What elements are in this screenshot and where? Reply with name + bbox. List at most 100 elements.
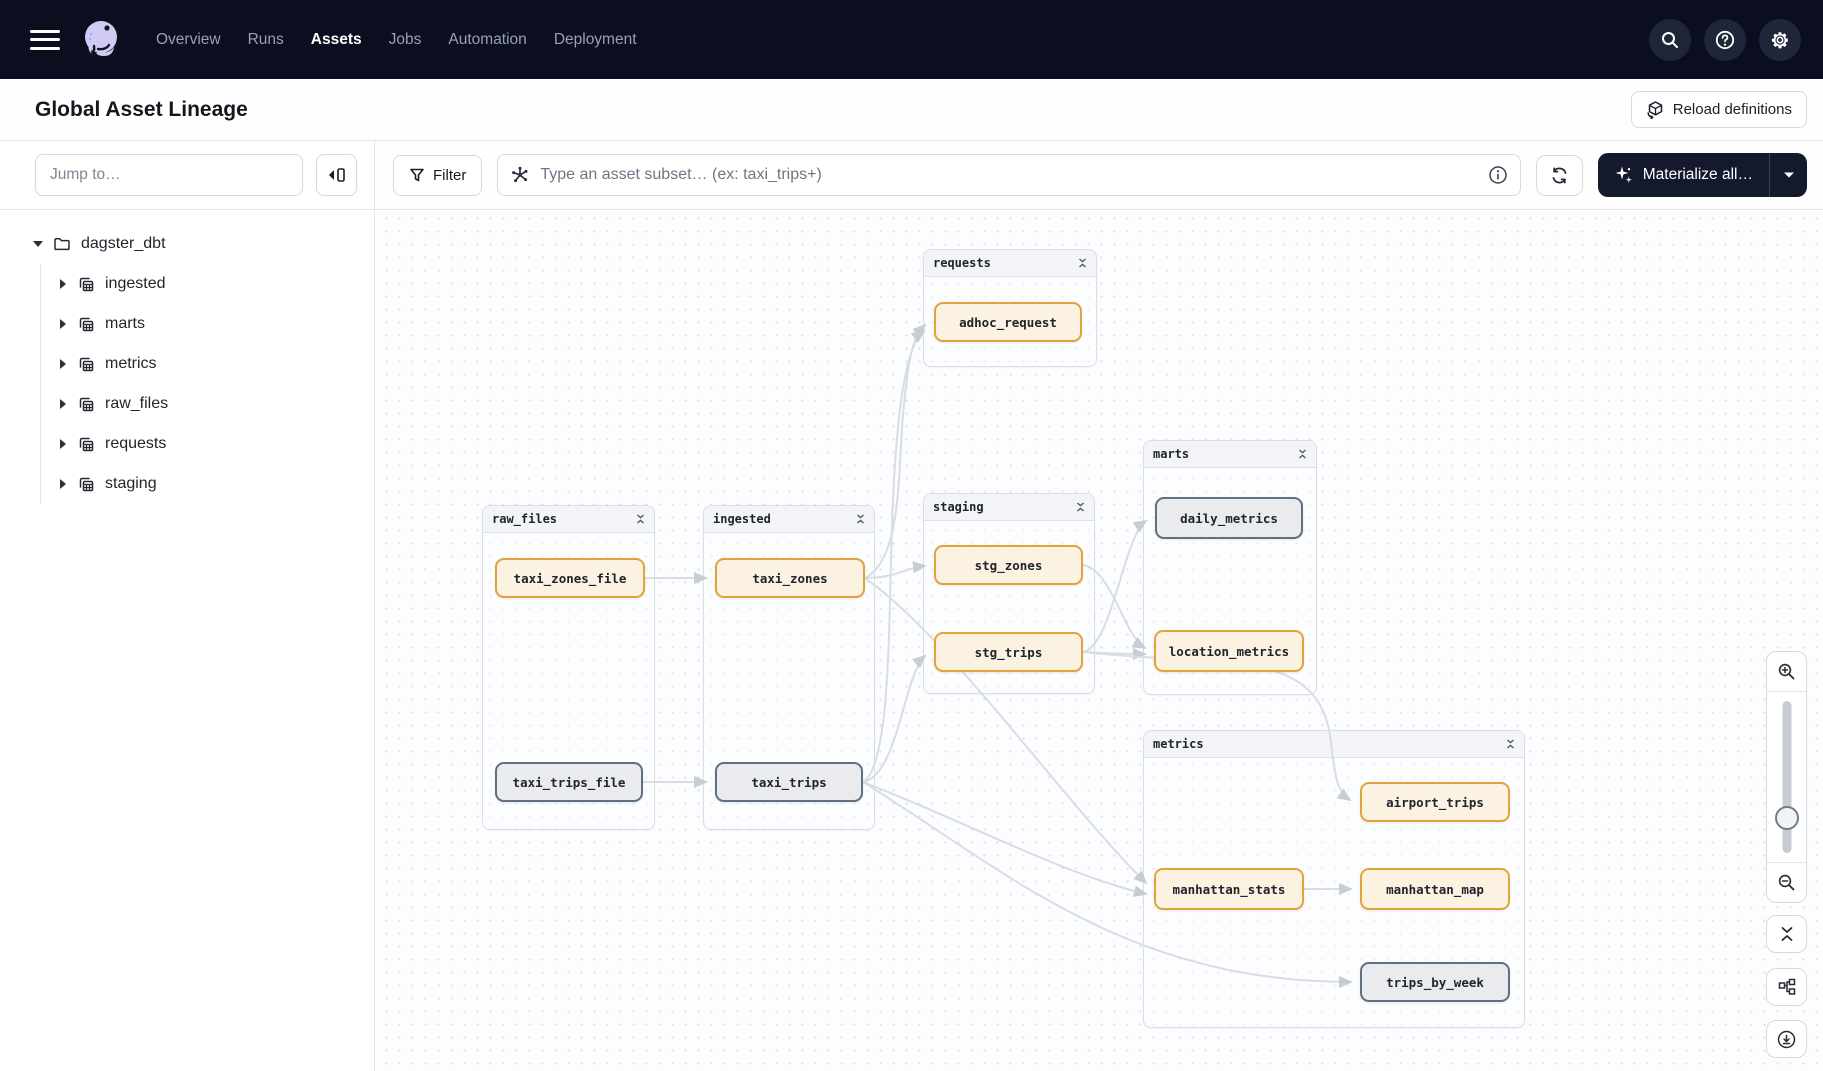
asset-node-trips_by_week[interactable]: trips_by_week — [1360, 962, 1510, 1002]
dagster-octopus-icon — [85, 20, 117, 56]
zoom-out-button[interactable] — [1767, 862, 1806, 902]
dagster-logo[interactable] — [76, 15, 126, 65]
asset-node-taxi_trips_file[interactable]: taxi_trips_file — [495, 762, 643, 802]
collapse-group-icon[interactable] — [1506, 739, 1515, 749]
collapse-sidebar-button[interactable] — [316, 154, 357, 196]
asset-group-icon — [79, 357, 94, 371]
asset-group-icon — [79, 317, 94, 331]
collapse-group-icon[interactable] — [1078, 258, 1087, 268]
caret-right-icon[interactable] — [58, 359, 68, 369]
jump-to-input[interactable] — [35, 154, 303, 196]
collapse-group-icon[interactable] — [636, 514, 645, 524]
tree-item-ingested[interactable]: ingested — [41, 264, 374, 304]
caret-right-icon[interactable] — [58, 319, 68, 329]
asset-node-label: airport_trips — [1386, 794, 1484, 810]
help-button[interactable] — [1704, 18, 1746, 61]
tree-item-dagster-dbt[interactable]: dagster_dbt — [0, 224, 374, 264]
reload-definitions-label: Reload definitions — [1672, 101, 1792, 118]
tree-item-staging[interactable]: staging — [41, 464, 374, 504]
topbar-actions — [1649, 18, 1801, 61]
refresh-icon — [1552, 167, 1567, 183]
asset-node-stg_zones[interactable]: stg_zones — [934, 545, 1083, 585]
tree-item-label: dagster_dbt — [81, 235, 166, 252]
hamburger-menu-icon[interactable] — [30, 29, 60, 50]
materialize-all-button[interactable]: Materialize all… — [1598, 153, 1769, 197]
asset-node-daily_metrics[interactable]: daily_metrics — [1155, 497, 1303, 539]
filter-label: Filter — [433, 166, 467, 184]
help-icon — [1715, 30, 1735, 49]
zoom-slider-thumb[interactable] — [1774, 806, 1799, 830]
caret-right-icon[interactable] — [58, 479, 68, 489]
nav-overview[interactable]: Overview — [156, 30, 221, 48]
asset-subset-input[interactable] — [497, 154, 1521, 196]
gear-icon — [1771, 31, 1789, 48]
info-icon[interactable] — [1488, 165, 1508, 185]
page-header: Global Asset Lineage Reload definitions — [0, 79, 1823, 141]
nav-assets[interactable]: Assets — [310, 30, 362, 48]
search-button[interactable] — [1649, 18, 1691, 61]
tree-item-marts[interactable]: marts — [41, 304, 374, 344]
tree-item-label: ingested — [105, 275, 166, 292]
materialize-all-label: Materialize all… — [1642, 166, 1753, 183]
zoom-slider — [1767, 692, 1806, 862]
asset-group-header-ingested[interactable]: ingested — [704, 506, 874, 533]
sparkle-icon — [1615, 166, 1632, 183]
zoom-in-icon — [1778, 663, 1795, 680]
nav-deployment[interactable]: Deployment — [553, 30, 637, 48]
asset-node-taxi_zones_file[interactable]: taxi_zones_file — [495, 558, 645, 598]
collapse-group-icon[interactable] — [856, 514, 865, 524]
filter-button[interactable]: Filter — [393, 154, 483, 196]
asset-node-taxi_trips[interactable]: taxi_trips — [715, 762, 863, 802]
asset-group-icon — [79, 277, 94, 291]
materialize-options-button[interactable] — [1770, 153, 1807, 197]
asset-node-taxi_zones[interactable]: taxi_zones — [715, 558, 865, 598]
asset-node-airport_trips[interactable]: airport_trips — [1360, 782, 1510, 822]
group-title: requests — [933, 256, 991, 270]
collapse-group-icon[interactable] — [1076, 502, 1085, 512]
asset-node-label: taxi_zones_file — [513, 570, 627, 586]
tree-item-label: metrics — [105, 355, 157, 372]
caret-right-icon[interactable] — [58, 439, 68, 449]
nav-jobs[interactable]: Jobs — [388, 30, 422, 48]
download-image-button[interactable] — [1766, 1020, 1807, 1058]
zoom-in-button[interactable] — [1767, 652, 1806, 692]
asset-group-header-staging[interactable]: staging — [924, 494, 1094, 521]
asset-node-adhoc_request[interactable]: adhoc_request — [934, 302, 1082, 342]
nav-automation[interactable]: Automation — [448, 30, 527, 48]
asset-node-label: stg_trips — [974, 644, 1043, 660]
relayout-graph-button[interactable] — [1766, 968, 1807, 1006]
lineage-toolbar: Filter — [375, 141, 1823, 210]
search-icon — [1662, 31, 1678, 48]
asset-group-header-requests[interactable]: requests — [924, 250, 1096, 277]
collapse-all-groups-button[interactable] — [1766, 915, 1807, 953]
tree-item-requests[interactable]: requests — [41, 424, 374, 464]
collapse-panel-icon — [328, 168, 345, 182]
asset-group-header-raw_files[interactable]: raw_files — [483, 506, 654, 533]
collapse-vertical-icon — [1781, 927, 1792, 941]
reload-definitions-button[interactable]: Reload definitions — [1630, 91, 1807, 128]
asset-node-location_metrics[interactable]: location_metrics — [1154, 630, 1304, 672]
filter-funnel-icon — [410, 168, 424, 182]
tree-item-metrics[interactable]: metrics — [41, 344, 374, 384]
nav-runs[interactable]: Runs — [247, 30, 284, 48]
caret-right-icon[interactable] — [58, 279, 68, 289]
asset-node-label: daily_metrics — [1180, 510, 1278, 526]
tree-item-raw_files[interactable]: raw_files — [41, 384, 374, 424]
asset-node-label: trips_by_week — [1386, 974, 1484, 990]
zoom-slider-track[interactable] — [1782, 701, 1791, 853]
asset-group-header-marts[interactable]: marts — [1144, 441, 1316, 468]
collapse-group-icon[interactable] — [1298, 449, 1307, 459]
asset-group-header-metrics[interactable]: metrics — [1144, 731, 1524, 758]
asset-node-manhattan_map[interactable]: manhattan_map — [1360, 868, 1510, 910]
asset-tree-sidebar: dagster_dbt ingested marts metrics raw_file… — [0, 141, 375, 1071]
chevron-down-icon — [1783, 172, 1794, 178]
lineage-canvas[interactable]: requests raw_files ingested staging marts met… — [375, 210, 1823, 1071]
tree-item-label: staging — [105, 475, 157, 492]
asset-node-stg_trips[interactable]: stg_trips — [934, 632, 1083, 672]
caret-right-icon[interactable] — [58, 399, 68, 409]
caret-down-icon[interactable] — [33, 241, 43, 247]
asset-node-manhattan_stats[interactable]: manhattan_stats — [1154, 868, 1304, 910]
refresh-graph-button[interactable] — [1535, 154, 1583, 196]
asset-node-label: location_metrics — [1168, 643, 1290, 659]
settings-button[interactable] — [1759, 18, 1801, 61]
